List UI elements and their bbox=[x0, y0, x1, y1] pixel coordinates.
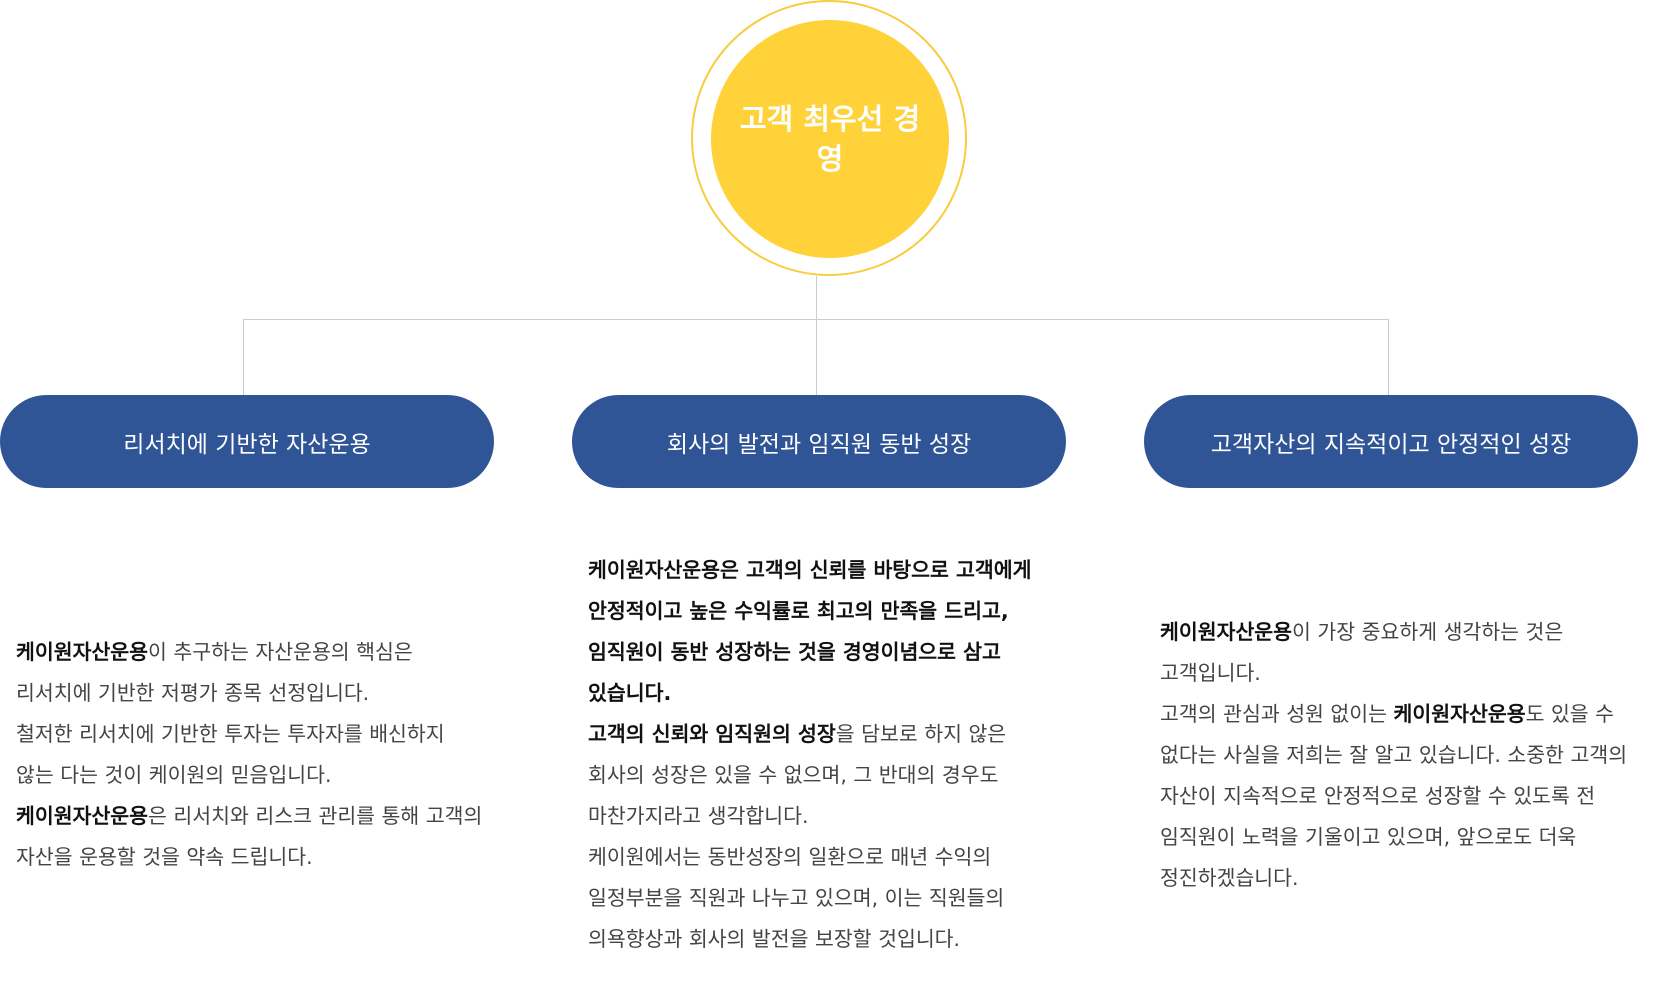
desc-paragraph: 철저한 리서치에 기반한 투자는 투자자를 배신하지 않는 다는 것이 케이원의… bbox=[16, 722, 483, 869]
desc-paragraph: 케이원자산운용이 가장 중요하게 생각하는 것은 고객입니다. bbox=[1160, 620, 1564, 685]
branch-description-research: 케이원자산운용이 추구하는 자산운용의 핵심은 리서치에 기반한 저평가 종목 … bbox=[16, 632, 486, 878]
brand-name: 케이원자산운용 bbox=[1393, 702, 1526, 726]
brand-name: 케이원자산운용 bbox=[1160, 620, 1293, 644]
center-title: 고객 최우선 경영 bbox=[739, 102, 921, 176]
brand-name: 케이원자산운용 bbox=[16, 640, 149, 664]
emphasis: 고객의 신뢰와 임직원의 성장 bbox=[588, 722, 836, 746]
branch-description-assets: 케이원자산운용이 가장 중요하게 생각하는 것은 고객입니다. 고객의 관심과 … bbox=[1160, 612, 1630, 899]
mission-statement: 케이원자산운용은 고객의 신뢰를 바탕으로 고객에게 안정적이고 높은 수익률로… bbox=[588, 558, 1032, 705]
branch-pill-research: 리서치에 기반한 자산운용 bbox=[0, 395, 494, 488]
desc-paragraph: 고객의 신뢰와 임직원의 성장을 담보로 하지 않은 회사의 성장은 있을 수 … bbox=[588, 722, 1007, 828]
desc-paragraph: 케이원자산운용은 고객의 신뢰를 바탕으로 고객에게 안정적이고 높은 수익률로… bbox=[588, 550, 1058, 714]
connector-stem bbox=[816, 276, 817, 319]
desc-paragraph: 고객의 관심과 성원 없이는 케이원자산운용도 있을 수 없다는 사실을 저희는… bbox=[1160, 702, 1628, 890]
branch-title: 리서치에 기반한 자산운용 bbox=[123, 431, 371, 458]
branch-title: 고객자산의 지속적이고 안정적인 성장 bbox=[1210, 431, 1572, 458]
branch-description-growth: 케이원자산운용은 고객의 신뢰를 바탕으로 고객에게 안정적이고 높은 수익률로… bbox=[588, 550, 1058, 960]
branch-pill-assets: 고객자산의 지속적이고 안정적인 성장 bbox=[1144, 395, 1638, 488]
branch-title: 회사의 발전과 임직원 동반 성장 bbox=[666, 431, 972, 458]
center-circle: 고객 최우선 경영 bbox=[711, 20, 949, 258]
desc-paragraph: 케이원자산운용이 추구하는 자산운용의 핵심은 리서치에 기반한 저평가 종목 … bbox=[16, 640, 413, 705]
connector-drop-middle bbox=[816, 319, 817, 395]
connector-drop-right bbox=[1388, 319, 1389, 395]
brand-name: 케이원자산운용 bbox=[16, 804, 149, 828]
desc-paragraph: 케이원에서는 동반성장의 일환으로 매년 수익의 일정부분을 직원과 나누고 있… bbox=[588, 845, 1005, 951]
connector-drop-left bbox=[243, 319, 244, 395]
branch-pill-growth: 회사의 발전과 임직원 동반 성장 bbox=[572, 395, 1066, 488]
